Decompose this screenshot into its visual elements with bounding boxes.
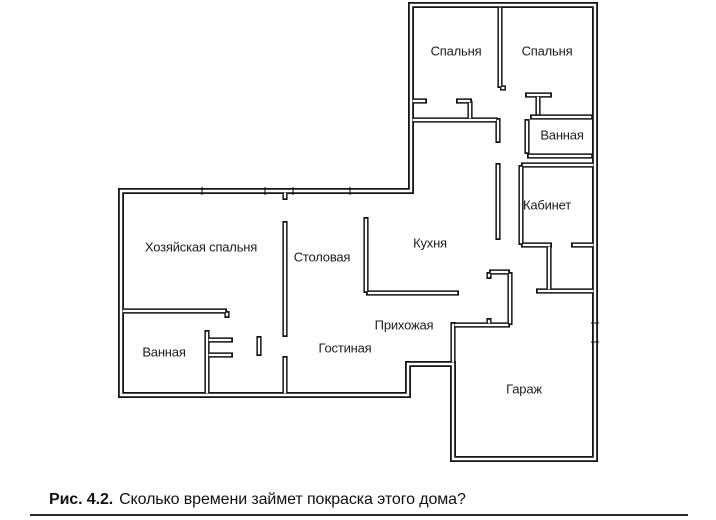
room-label-hallway: Прихожая — [374, 317, 434, 333]
exterior-wall-core — [119, 3, 597, 461]
caption-text: Сколько времени займет покраска этого до… — [119, 491, 466, 508]
caption-number: Рис. 4.2. — [49, 491, 114, 508]
room-label-bedroom-left: Спальня — [430, 43, 482, 59]
room-label-bathroom-top: Ванная — [540, 127, 584, 143]
floorplan-svg — [118, 2, 599, 462]
bottom-rule — [30, 514, 688, 516]
room-label-garage: Гараж — [506, 381, 542, 397]
room-label-study: Кабинет — [522, 197, 572, 213]
wall-joint-ticks — [201, 187, 599, 343]
room-label-living: Гостиная — [318, 340, 372, 356]
room-label-kitchen: Кухня — [413, 235, 447, 251]
room-label-bedroom-right: Спальня — [521, 43, 573, 59]
interior-wall-cores — [122, 7, 594, 394]
room-label-dining: Столовая — [293, 249, 351, 265]
room-label-bathroom-master: Ванная — [142, 344, 186, 360]
figure-caption: Рис. 4.2. Сколько времени займет покраска… — [49, 491, 466, 509]
room-label-master-bedroom: Хозяйская спальня — [144, 239, 258, 255]
